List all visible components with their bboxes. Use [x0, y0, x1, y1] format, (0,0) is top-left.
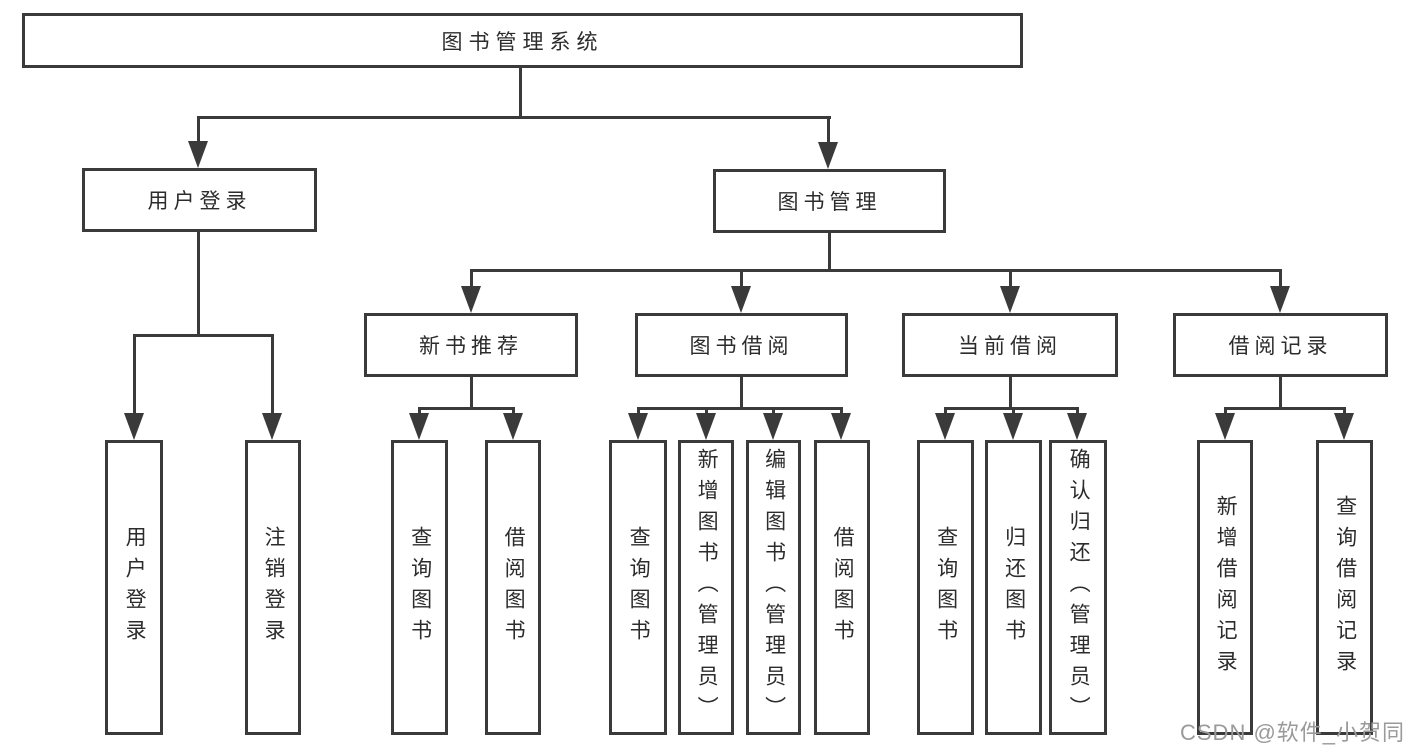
leaf-borrow-book-1: 借阅图书: [485, 440, 541, 735]
leaf-query-book-2-label: 查询图书: [627, 525, 651, 650]
connector-drop-book-mgmt: [827, 116, 830, 145]
arrow-down-icon: [628, 413, 648, 440]
leaf-query-book-3-label: 查询图书: [934, 525, 958, 650]
leaf-logout-label: 注销登录: [262, 525, 286, 650]
leaf-query-borrow-record: 查询借阅记录: [1316, 440, 1373, 735]
connector-drop-logout-leaf: [271, 334, 274, 414]
connector-drop-current-borrow: [1009, 269, 1012, 289]
connector-new-book-rail: [418, 407, 515, 410]
connector-current-borrow-rail: [944, 407, 1079, 410]
node-root-label: 图书管理系统: [441, 30, 604, 54]
connector-drop-leaf: [705, 407, 708, 415]
connector-book-borrow-rail: [637, 407, 843, 410]
leaf-query-book-2: 查询图书: [609, 440, 667, 735]
leaf-return-book-label: 归还图书: [1002, 525, 1026, 650]
node-current-borrow: 当前借阅: [902, 313, 1118, 377]
node-new-book-recommend-label: 新书推荐: [419, 335, 523, 358]
connector-user-login-stub: [197, 231, 200, 337]
node-current-borrow-label: 当前借阅: [958, 335, 1062, 358]
connector-drop-leaf: [637, 407, 640, 415]
connector-drop-leaf: [944, 407, 947, 415]
connector-book-borrow-stub: [740, 377, 743, 410]
node-book-borrow-label: 图书借阅: [689, 335, 794, 358]
arrow-down-icon: [503, 413, 523, 440]
node-user-login: 用户登录: [82, 168, 317, 232]
leaf-query-book-1: 查询图书: [391, 440, 448, 735]
arrow-down-icon: [1215, 413, 1235, 440]
arrow-down-icon: [763, 413, 783, 440]
connector-drop-new-book: [470, 269, 473, 289]
arrow-down-icon: [1067, 413, 1087, 440]
connector-drop-leaf: [418, 407, 421, 415]
leaf-borrow-book-1-label: 借阅图书: [502, 525, 526, 650]
connector-level2-rail: [197, 116, 831, 119]
arrow-down-icon: [124, 413, 144, 440]
connector-drop-borrow-record: [1279, 269, 1282, 289]
leaf-borrow-book-2-label: 借阅图书: [831, 525, 855, 650]
connector-drop-leaf: [512, 407, 515, 415]
leaf-query-borrow-record-label: 查询借阅记录: [1333, 494, 1357, 681]
leaf-add-borrow-record-label: 新增借阅记录: [1214, 494, 1238, 681]
leaf-borrow-book-2: 借阅图书: [814, 440, 870, 735]
arrow-down-icon: [1000, 286, 1020, 313]
connector-new-book-stub: [470, 377, 473, 410]
connector-drop-leaf: [1343, 407, 1346, 415]
leaf-add-book-admin: 新增图书（管理员）: [678, 440, 734, 735]
leaf-query-book-3: 查询图书: [917, 440, 974, 735]
arrow-down-icon: [731, 286, 751, 313]
connector-level3-rail: [470, 269, 1281, 272]
leaf-return-book: 归还图书: [985, 440, 1042, 735]
connector-borrow-record-stub: [1279, 377, 1282, 410]
arrow-down-icon: [696, 413, 716, 440]
arrow-down-icon: [262, 413, 282, 440]
arrow-down-icon: [1003, 413, 1023, 440]
leaf-query-book-1-label: 查询图书: [408, 525, 432, 650]
node-user-login-label: 用户登录: [147, 190, 252, 213]
arrow-down-icon: [188, 141, 208, 168]
arrow-down-icon: [1270, 286, 1290, 313]
connector-drop-leaf: [1012, 407, 1015, 415]
connector-drop-leaf: [1076, 407, 1079, 415]
connector-drop-leaf: [1224, 407, 1227, 415]
connector-drop-user-login: [197, 116, 200, 144]
node-book-borrow: 图书借阅: [635, 313, 848, 377]
connector-root-stub: [519, 66, 522, 119]
connector-current-borrow-stub: [1009, 377, 1012, 410]
node-root: 图书管理系统: [22, 13, 1023, 68]
node-new-book-recommend: 新书推荐: [364, 313, 578, 377]
node-borrow-record-label: 借阅记录: [1228, 335, 1333, 358]
connector-drop-book-borrow: [740, 269, 743, 289]
watermark: CSDN @软件_小贺同学: [1180, 720, 1405, 745]
leaf-confirm-return-admin: 确认归还（管理员）: [1049, 440, 1107, 735]
node-book-mgmt-label: 图书管理: [777, 191, 882, 214]
leaf-add-borrow-record: 新增借阅记录: [1197, 440, 1253, 735]
leaf-add-book-admin-label: 新增图书（管理员）: [695, 448, 719, 727]
arrow-down-icon: [409, 413, 429, 440]
leaf-logout: 注销登录: [245, 440, 301, 735]
leaf-user-login-label: 用户登录: [123, 525, 147, 650]
arrow-down-icon: [935, 413, 955, 440]
arrow-down-icon: [1334, 413, 1354, 440]
leaf-edit-book-admin: 编辑图书（管理员）: [746, 440, 801, 735]
connector-drop-leaf: [840, 407, 843, 415]
connector-borrow-record-rail: [1224, 407, 1345, 410]
connector-drop-login-leaf: [133, 334, 136, 414]
arrow-down-icon: [461, 286, 481, 313]
arrow-down-icon: [818, 142, 838, 169]
leaf-user-login: 用户登录: [105, 440, 163, 735]
connector-drop-leaf: [772, 407, 775, 415]
leaf-confirm-return-admin-label: 确认归还（管理员）: [1067, 448, 1091, 727]
node-book-mgmt: 图书管理: [713, 169, 946, 233]
connector-book-mgmt-stub: [828, 232, 831, 272]
leaf-edit-book-admin-label: 编辑图书（管理员）: [762, 448, 786, 727]
node-borrow-record: 借阅记录: [1173, 313, 1388, 377]
arrow-down-icon: [831, 413, 851, 440]
connector-user-login-rail: [133, 334, 274, 337]
